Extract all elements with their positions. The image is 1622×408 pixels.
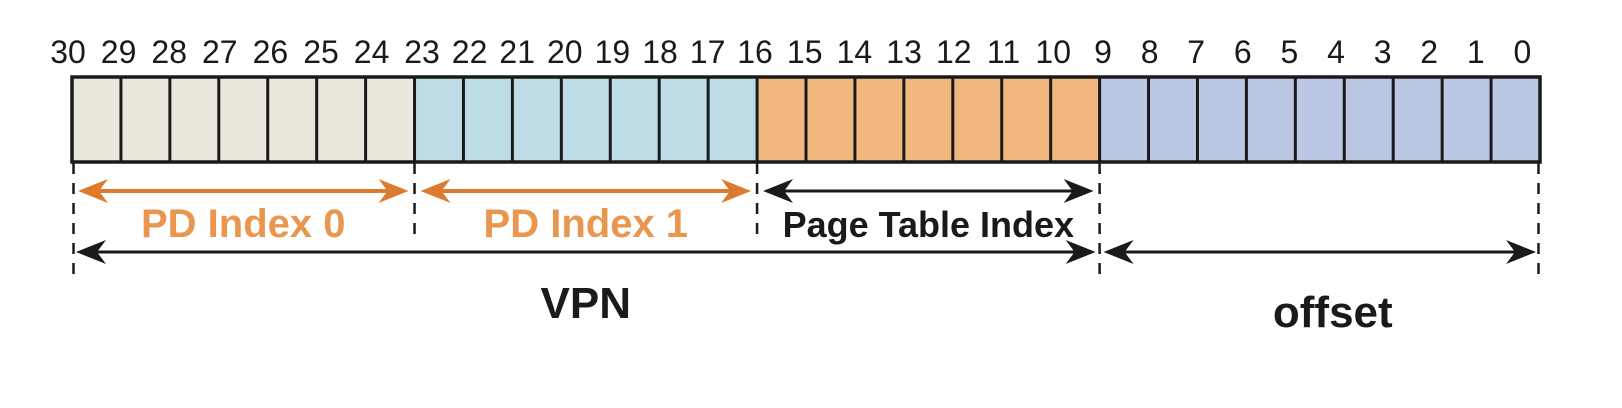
bit-label-4: 4 bbox=[1327, 34, 1345, 70]
bit-label-3: 3 bbox=[1374, 34, 1392, 70]
bit-label-17: 17 bbox=[690, 34, 726, 70]
field-arrow-pd-index-0 bbox=[78, 179, 409, 203]
field-arrow-page-table-index bbox=[763, 179, 1094, 203]
bit-label-12: 12 bbox=[936, 34, 972, 70]
field-arrow-pd-index-1 bbox=[420, 179, 752, 203]
section-offset-bits bbox=[1099, 77, 1540, 162]
section-pd-index-0 bbox=[72, 77, 415, 162]
bit-label-30: 30 bbox=[50, 34, 86, 70]
bit-label-0: 0 bbox=[1514, 34, 1532, 70]
bit-label-5: 5 bbox=[1281, 34, 1299, 70]
bit-label-20: 20 bbox=[547, 34, 583, 70]
bit-label-7: 7 bbox=[1187, 34, 1205, 70]
bit-label-29: 29 bbox=[101, 34, 137, 70]
bit-label-8: 8 bbox=[1141, 34, 1159, 70]
span-label-vpn: VPN bbox=[541, 279, 631, 328]
field-label-pd-index-0: PD Index 0 bbox=[141, 202, 346, 246]
span-label-offset: offset bbox=[1273, 288, 1393, 337]
field-label-pd-index-1: PD Index 1 bbox=[484, 202, 689, 246]
bit-field-frame bbox=[70, 75, 1542, 164]
span-arrow-offset bbox=[1103, 240, 1536, 264]
bit-label-10: 10 bbox=[1035, 34, 1071, 70]
bit-label-27: 27 bbox=[202, 34, 238, 70]
bit-label-28: 28 bbox=[151, 34, 187, 70]
bit-label-18: 18 bbox=[642, 34, 678, 70]
bit-label-6: 6 bbox=[1234, 34, 1252, 70]
bit-label-9: 9 bbox=[1094, 34, 1112, 70]
bit-label-25: 25 bbox=[303, 34, 339, 70]
field-annotations: PD Index 0 PD Index 1 Page Table Index bbox=[78, 179, 1094, 246]
bit-label-22: 22 bbox=[452, 34, 488, 70]
bit-label-15: 15 bbox=[787, 34, 823, 70]
bit-label-16: 16 bbox=[737, 34, 773, 70]
bit-label-19: 19 bbox=[595, 34, 631, 70]
bit-cells bbox=[70, 75, 1542, 164]
boundary-dashed-lines bbox=[72, 163, 1540, 278]
bit-label-11: 11 bbox=[987, 34, 1020, 70]
bit-label-2: 2 bbox=[1420, 34, 1438, 70]
field-label-page-table-index: Page Table Index bbox=[783, 204, 1074, 245]
bit-label-26: 26 bbox=[253, 34, 289, 70]
bit-label-13: 13 bbox=[886, 34, 922, 70]
bit-label-1: 1 bbox=[1467, 34, 1485, 70]
section-pd-index-1 bbox=[414, 77, 758, 162]
bit-label-24: 24 bbox=[354, 34, 390, 70]
span-annotations: VPN offset bbox=[76, 240, 1536, 337]
bit-label-23: 23 bbox=[404, 34, 440, 70]
bit-label-14: 14 bbox=[837, 34, 873, 70]
bit-label-21: 21 bbox=[499, 34, 535, 70]
span-arrow-vpn bbox=[76, 240, 1096, 264]
section-page-table-index bbox=[757, 77, 1100, 162]
